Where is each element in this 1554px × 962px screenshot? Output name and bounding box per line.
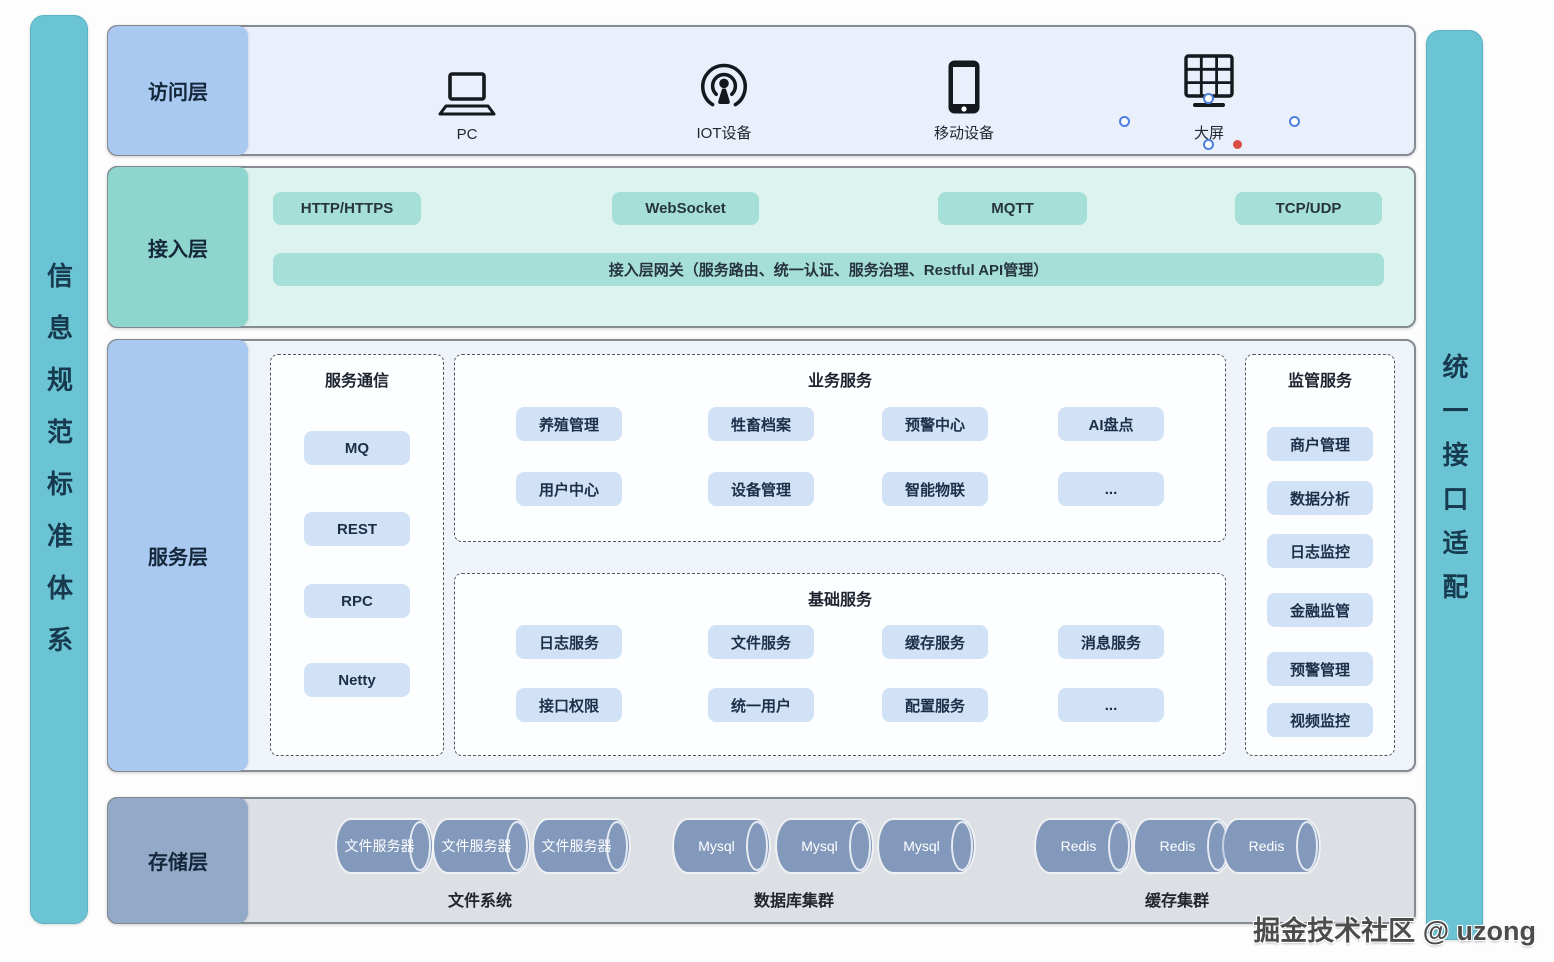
group-business-title: 业务服务 <box>807 373 872 390</box>
biz-item-smartiot[interactable]: 智能物联 <box>882 472 988 506</box>
group-supervision-title: 监管服务 <box>1287 373 1352 390</box>
redis-label: Redis <box>1248 838 1285 854</box>
base-item-message[interactable]: 消息服务 <box>1058 625 1164 659</box>
device-bigscreen[interactable]: 大屏 <box>1149 37 1269 143</box>
mysql-cylinder[interactable]: Mysql <box>879 820 974 872</box>
base-item-apiauth[interactable]: 接口权限 <box>516 688 622 722</box>
base-item-unifieduser[interactable]: 统一用户 <box>708 688 814 722</box>
device-mobile-label: 移动设备 <box>933 125 994 142</box>
mysql-label: Mysql <box>801 838 838 854</box>
sup-item-logmon[interactable]: 日志监控 <box>1267 534 1373 568</box>
mysql-cylinder[interactable]: Mysql <box>777 820 872 872</box>
storage-layer-label[interactable]: 存储层 <box>108 798 248 923</box>
filesystem-caption: 文件系统 <box>447 893 513 910</box>
smartphone-icon <box>947 59 981 115</box>
watermark: 掘金技术社区 @ uzong <box>1253 916 1536 946</box>
database-cluster-caption: 数据库集群 <box>753 893 835 910</box>
device-iot-label: IOT设备 <box>696 125 752 142</box>
device-mobile[interactable]: 移动设备 <box>904 37 1024 143</box>
sup-item-videomon[interactable]: 视频监控 <box>1267 703 1373 737</box>
group-business-services[interactable]: 业务服务 养殖管理 牲畜档案 预警中心 AI盘点 用户中心 设备管理 智能物联 … <box>454 354 1226 542</box>
base-item-cache[interactable]: 缓存服务 <box>882 625 988 659</box>
protocol-websocket[interactable]: WebSocket <box>612 192 759 225</box>
redis-cylinder[interactable]: Redis <box>1224 820 1319 872</box>
access-layer-label[interactable]: 访问层 <box>108 26 248 155</box>
redis-cylinder[interactable]: Redis <box>1036 820 1131 872</box>
comm-item-rest[interactable]: REST <box>304 512 410 546</box>
selection-handle-top[interactable] <box>1203 93 1214 104</box>
selection-handle-bottom[interactable] <box>1203 139 1214 150</box>
cache-cluster-caption: 缓存集群 <box>1144 893 1210 910</box>
base-item-more[interactable]: ... <box>1058 688 1164 722</box>
group-supervision-services[interactable]: 监管服务 商户管理 数据分析 日志监控 金融监管 预警管理 视频监控 <box>1245 354 1395 756</box>
sup-item-analysis[interactable]: 数据分析 <box>1267 481 1373 515</box>
fileserver-cylinder[interactable]: 文件服务器 <box>434 820 529 872</box>
fileserver-label: 文件服务器 <box>541 838 612 854</box>
broadcast-icon <box>695 57 753 115</box>
device-bigscreen-label: 大屏 <box>1193 125 1224 142</box>
left-standard-bar[interactable]: 信息规范标准体系 <box>30 15 88 924</box>
access-layer-row[interactable]: 访问层 PC IOT设备 <box>107 25 1416 156</box>
selection-handle-right[interactable] <box>1289 116 1300 127</box>
biz-item-breeding[interactable]: 养殖管理 <box>516 407 622 441</box>
mysql-cylinder[interactable]: Mysql <box>674 820 769 872</box>
fileserver-cylinder[interactable]: 文件服务器 <box>337 820 432 872</box>
redis-cylinder[interactable]: Redis <box>1135 820 1230 872</box>
mysql-label: Mysql <box>698 838 735 854</box>
comm-item-rpc[interactable]: RPC <box>304 584 410 618</box>
right-adapter-bar[interactable]: 统一接口适配 <box>1426 30 1483 940</box>
big-screen-icon <box>1180 53 1238 115</box>
redis-label: Redis <box>1159 838 1196 854</box>
device-iot[interactable]: IOT设备 <box>664 37 784 143</box>
biz-item-livestock[interactable]: 牲畜档案 <box>708 407 814 441</box>
biz-item-device[interactable]: 设备管理 <box>708 472 814 506</box>
biz-item-ai[interactable]: AI盘点 <box>1058 407 1164 441</box>
base-item-log[interactable]: 日志服务 <box>516 625 622 659</box>
device-pc[interactable]: PC <box>407 37 527 143</box>
laptop-icon <box>436 71 498 119</box>
group-basic-title: 基础服务 <box>807 592 872 609</box>
group-basic-services[interactable]: 基础服务 日志服务 文件服务 缓存服务 消息服务 接口权限 统一用户 配置服务 … <box>454 573 1226 756</box>
biz-item-warning[interactable]: 预警中心 <box>882 407 988 441</box>
biz-item-usercenter[interactable]: 用户中心 <box>516 472 622 506</box>
fileserver-label: 文件服务器 <box>344 838 415 854</box>
biz-item-more[interactable]: ... <box>1058 472 1164 506</box>
ingress-layer-row[interactable]: 接入层 HTTP/HTTPS WebSocket MQTT TCP/UDP 接入… <box>107 166 1416 328</box>
group-communication-title: 服务通信 <box>324 373 389 390</box>
protocol-http[interactable]: HTTP/HTTPS <box>273 192 421 225</box>
right-bar-label: 统一接口适配 <box>1439 353 1469 617</box>
selection-anchor-dot[interactable] <box>1233 140 1242 149</box>
sup-item-finance[interactable]: 金融监管 <box>1267 593 1373 627</box>
protocol-mqtt[interactable]: MQTT <box>938 192 1087 225</box>
storage-layer-row[interactable]: 存储层 文件服务器 文件服务器 文件服务器 文件系统 Mysql Mysql M… <box>107 797 1416 924</box>
protocol-tcpudp[interactable]: TCP/UDP <box>1235 192 1382 225</box>
fileserver-label: 文件服务器 <box>441 838 512 854</box>
sup-item-warnmgmt[interactable]: 预警管理 <box>1267 652 1373 686</box>
fileserver-cylinder[interactable]: 文件服务器 <box>534 820 629 872</box>
redis-label: Redis <box>1060 838 1097 854</box>
mysql-label: Mysql <box>903 838 940 854</box>
group-service-communication[interactable]: 服务通信 MQ REST RPC Netty <box>270 354 444 756</box>
service-layer-label[interactable]: 服务层 <box>108 340 248 771</box>
ingress-layer-label[interactable]: 接入层 <box>108 167 248 327</box>
service-layer-row[interactable]: 服务层 服务通信 MQ REST RPC Netty 业务服务 养殖管理 牲畜档… <box>107 339 1416 772</box>
base-item-config[interactable]: 配置服务 <box>882 688 988 722</box>
sup-item-merchant[interactable]: 商户管理 <box>1267 427 1373 461</box>
base-item-file[interactable]: 文件服务 <box>708 625 814 659</box>
comm-item-mq[interactable]: MQ <box>304 431 410 465</box>
left-bar-label: 信息规范标准体系 <box>43 261 74 678</box>
selection-handle-left[interactable] <box>1119 116 1130 127</box>
device-pc-label: PC <box>456 126 478 143</box>
comm-item-netty[interactable]: Netty <box>304 663 410 697</box>
gateway-bar[interactable]: 接入层网关（服务路由、统一认证、服务治理、Restful API管理） <box>273 253 1384 286</box>
